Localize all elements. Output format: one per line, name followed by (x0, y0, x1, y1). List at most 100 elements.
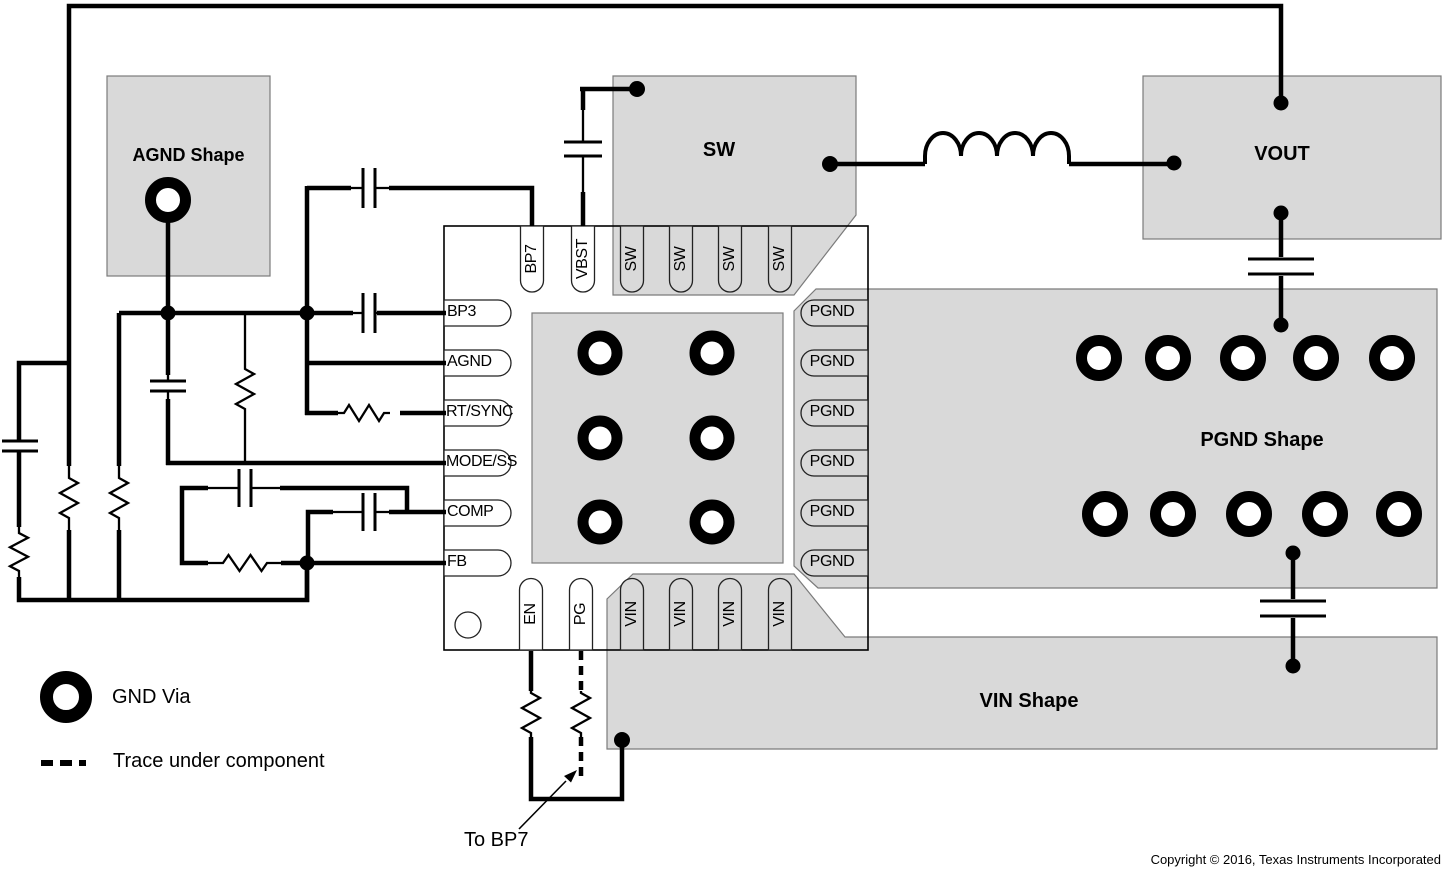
ic-outline (443, 225, 869, 651)
cap-comp (361, 493, 377, 531)
cap-agnd-branch (150, 379, 186, 393)
pad-via-5 (577, 499, 623, 545)
ic-pin-vbst (570, 225, 596, 293)
pin-label-pgnd-3: PGND (809, 403, 855, 420)
dot-vin-top (1285, 658, 1301, 674)
ic-pin-sw-1 (619, 225, 645, 293)
dot-bp3-junction (299, 305, 315, 321)
ic-pin-en (518, 577, 544, 651)
resistor-modess-branch (233, 315, 257, 461)
trace-bp7-right (389, 185, 535, 226)
dot-pgnd-top (1273, 317, 1289, 333)
ic-pin-fb (443, 549, 512, 577)
pin-label-agnd: AGND (447, 353, 492, 370)
pad-via-6 (689, 499, 735, 545)
ic-pin1-indicator (454, 611, 482, 639)
ic-pin-pgnd-4 (800, 449, 869, 477)
ic-pin-comp (443, 499, 512, 527)
ic-pin-pgnd-6 (800, 549, 869, 577)
to-bp7-arrow (518, 770, 577, 830)
cap-feedforward (237, 469, 253, 507)
cap-pgnd-vin (1260, 599, 1326, 618)
pad-via-4 (689, 415, 735, 461)
dot-sw-out (822, 156, 838, 172)
pin-label-pgnd-6: PGND (809, 553, 855, 570)
agnd-shape-label: AGND Shape (132, 145, 245, 165)
pin-label-vin-4: VIN (771, 601, 788, 627)
resistor-en (519, 691, 543, 739)
pin-label-vin-1: VIN (623, 601, 640, 627)
cap-vout (1248, 257, 1314, 276)
cap-bp3 (361, 293, 377, 333)
resistor-fb (208, 552, 281, 574)
vias (40, 177, 1422, 723)
pad-via-3 (577, 415, 623, 461)
pin-label-fb: FB (447, 553, 467, 570)
ic-pin-rtsync (443, 399, 512, 427)
ic-pin-vin-4 (767, 577, 793, 651)
ic-top-pin-shapes (519, 225, 793, 293)
ic-pin-agnd (443, 349, 512, 377)
resistor-x119 (107, 466, 131, 530)
pgnd-shape-label: PGND Shape (1200, 429, 1324, 451)
pad-via-2 (689, 330, 735, 376)
trace-left-branch (16, 360, 69, 441)
pin-label-vin-2: VIN (672, 601, 689, 627)
trace-top-border (66, 3, 1284, 466)
pin-label-sw-4: SW (771, 246, 788, 272)
cap-bp7 (361, 168, 377, 208)
dot-sw-vbst (629, 81, 645, 97)
pin-label-modess: MODE/SS (446, 453, 517, 470)
junction-dots (160, 81, 1301, 748)
to-bp7-label: To BP7 (464, 829, 529, 851)
ic-bottom-pin-shapes (518, 577, 793, 651)
pin-label-vbst: VBST (574, 238, 591, 280)
pgnd-copper-shape (793, 288, 1438, 589)
ic-pin-bp3 (443, 299, 512, 327)
pin-label-pgnd-4: PGND (809, 453, 855, 470)
ic-pin-sw-2 (668, 225, 694, 293)
pin-label-rtsync: RT/SYNC (446, 403, 514, 420)
arrow-line (518, 780, 567, 830)
ic-left-pin-shapes (443, 299, 512, 577)
trace-comp-corner (305, 509, 333, 563)
pin-label-pg: PG (572, 602, 589, 626)
pin-label-sw-3: SW (721, 246, 738, 272)
cap-left-branch (2, 439, 38, 453)
agnd-copper-shape (106, 75, 271, 277)
pin-label-pgnd-1: PGND (809, 303, 855, 320)
resistor-rtsync (338, 402, 390, 424)
pin-label-comp: COMP (447, 503, 494, 520)
ic-pin-pg (568, 577, 594, 651)
pin-label-pgnd-2: PGND (809, 353, 855, 370)
ic-pin-bp7 (519, 225, 545, 293)
inductor-symbol (923, 131, 1071, 164)
ic-pin-pgnd-1 (800, 299, 869, 327)
dot-vout-top (1273, 95, 1289, 111)
ic-pin-vin-3 (717, 577, 743, 651)
trace-bottom-rail (16, 565, 310, 603)
pgnd-via-bot-4 (1302, 491, 1348, 537)
agnd-via (145, 177, 191, 223)
vin-shape-label: VIN Shape (979, 690, 1079, 712)
pgnd-via-bot-3 (1226, 491, 1272, 537)
ic-pin-pgnd-3 (800, 399, 869, 427)
ic-pin-modess (443, 449, 512, 477)
arrow-head-icon (564, 770, 577, 783)
ic-pin-pgnd-2 (800, 349, 869, 377)
resistor-pg (569, 691, 593, 739)
ic-pin-vin-2 (668, 577, 694, 651)
vin-copper-shape (606, 573, 1438, 750)
pgnd-via-top-3 (1220, 335, 1266, 381)
pgnd-via-bot-1 (1082, 491, 1128, 537)
dot-vout-bottom (1273, 205, 1289, 221)
pin-label-bp3: BP3 (447, 303, 477, 320)
pgnd-via-bot-2 (1150, 491, 1196, 537)
pgnd-via-top-2 (1145, 335, 1191, 381)
dot-fb-junction (299, 555, 315, 571)
pgnd-via-top-5 (1369, 335, 1415, 381)
ic-pin-vin-1 (619, 577, 645, 651)
legend-trace-label: Trace under component (113, 750, 325, 772)
